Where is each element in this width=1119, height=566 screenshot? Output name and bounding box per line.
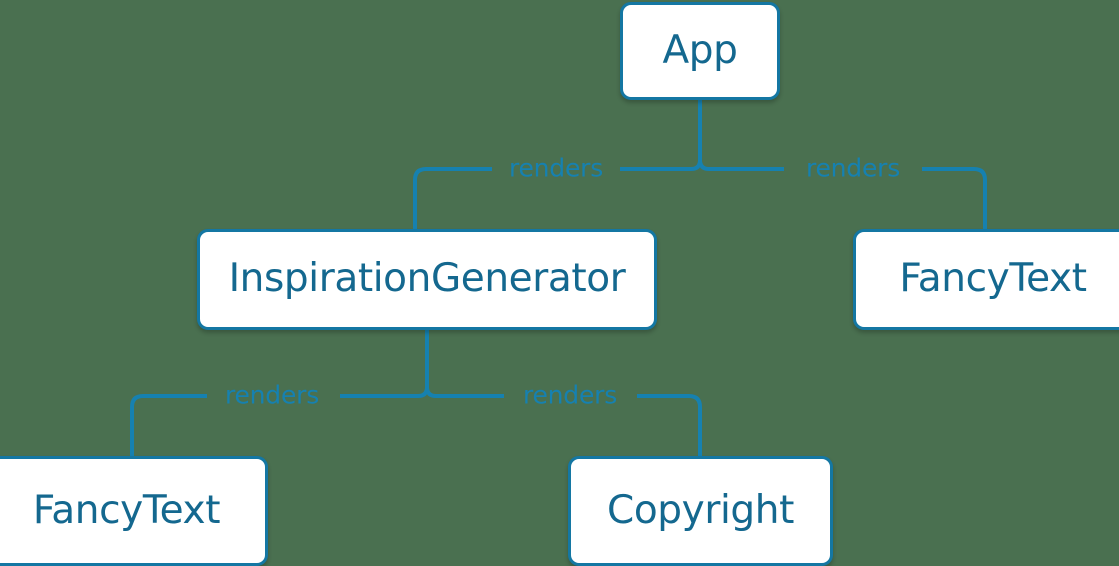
edge-label-app-fancytext: renders bbox=[805, 153, 901, 183]
node-fancytext-right-label: FancyText bbox=[899, 256, 1087, 301]
node-inspirationgenerator[interactable]: InspirationGenerator bbox=[197, 229, 657, 330]
edge-ig-fancytext-seg-b bbox=[130, 394, 207, 456]
node-copyright[interactable]: Copyright bbox=[568, 456, 833, 566]
edge-ig-trunk bbox=[417, 330, 429, 398]
node-fancytext-bottom[interactable]: FancyText bbox=[0, 456, 268, 566]
edge-app-trunk-right bbox=[698, 159, 710, 171]
edge-app-trunk bbox=[690, 100, 702, 171]
edge-label-ig-copyright: renders bbox=[522, 380, 618, 410]
edge-label-app-inspirationgenerator: renders bbox=[508, 153, 604, 183]
edge-app-fancytext-seg-b bbox=[922, 167, 987, 229]
edge-app-inspirationgenerator-seg-b bbox=[413, 167, 492, 229]
node-app[interactable]: App bbox=[620, 2, 780, 100]
node-inspirationgenerator-label: InspirationGenerator bbox=[228, 256, 626, 301]
node-copyright-label: Copyright bbox=[607, 487, 794, 533]
edge-ig-trunk-right bbox=[425, 386, 437, 398]
edge-ig-copyright-seg-b bbox=[637, 394, 702, 456]
node-app-label: App bbox=[662, 27, 738, 73]
node-fancytext-right[interactable]: FancyText bbox=[853, 229, 1119, 330]
edge-label-ig-fancytext: renders bbox=[224, 380, 320, 410]
node-fancytext-bottom-label: FancyText bbox=[32, 487, 221, 533]
